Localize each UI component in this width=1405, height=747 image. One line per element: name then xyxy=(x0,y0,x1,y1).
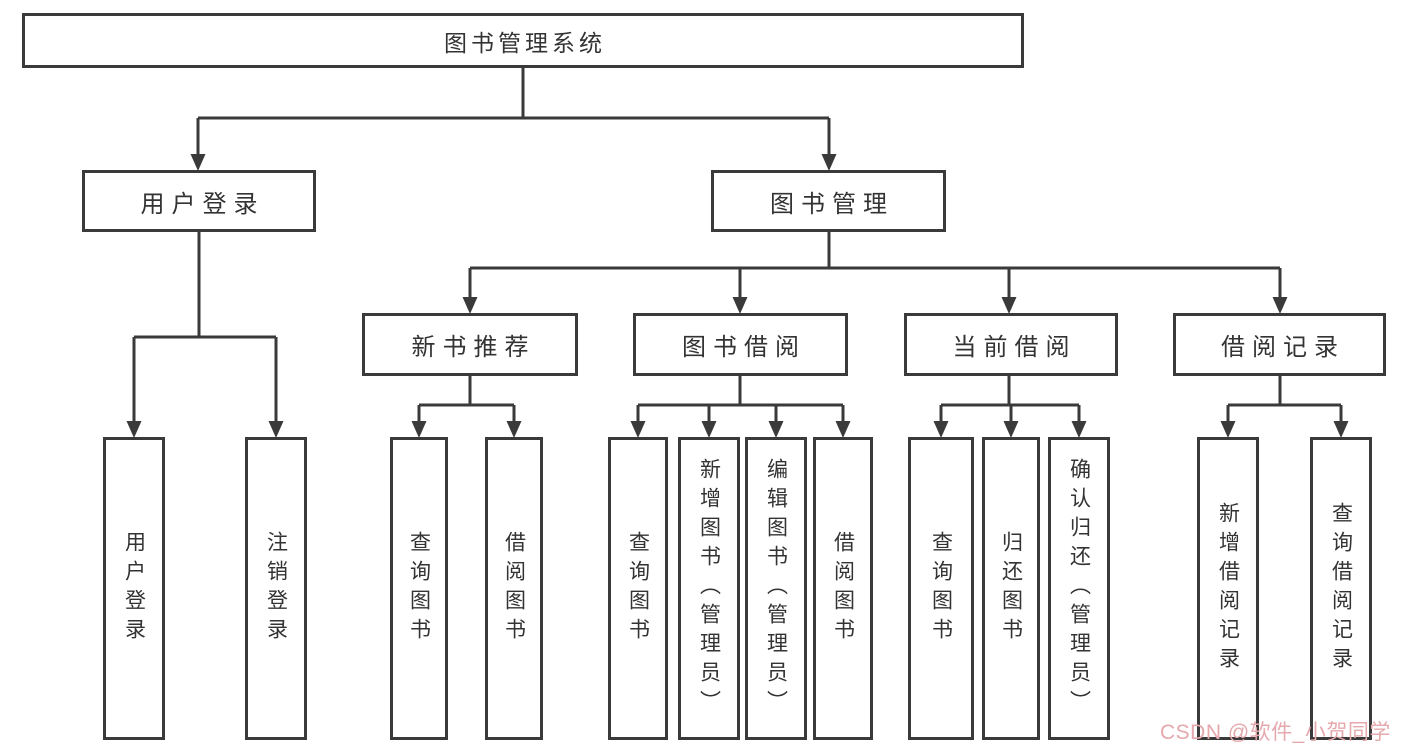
node-user-login-branch: 用户登录 xyxy=(82,170,316,232)
leaf-label: 归还图书 xyxy=(999,530,1023,647)
leaf-label: 新增图书（管理员） xyxy=(697,458,721,719)
leaf-label: 新增借阅记录 xyxy=(1216,501,1240,676)
leaf-borrow-book-recommend: 借阅图书 xyxy=(485,437,543,740)
leaf-label: 查询图书 xyxy=(626,530,650,647)
node-new-book-recommend: 新书推荐 xyxy=(362,313,578,376)
leaf-label: 编辑图书（管理员） xyxy=(764,458,788,719)
leaf-confirm-return-admin: 确认归还（管理员） xyxy=(1048,437,1110,740)
leaf-add-book-admin: 新增图书（管理员） xyxy=(678,437,740,740)
node-current-borrow: 当前借阅 xyxy=(904,313,1118,376)
leaf-edit-book-admin: 编辑图书（管理员） xyxy=(745,437,807,740)
node-borrow-records: 借阅记录 xyxy=(1173,313,1386,376)
node-label: 新书推荐 xyxy=(411,334,536,361)
csdn-watermark: CSDN @软件_小贺同学 xyxy=(1160,721,1391,744)
node-label: 借阅记录 xyxy=(1221,334,1345,361)
leaf-query-book-borrow: 查询图书 xyxy=(608,437,668,740)
leaf-add-borrow-record: 新增借阅记录 xyxy=(1197,437,1259,740)
node-book-management: 图书管理 xyxy=(711,170,946,232)
leaf-query-borrow-record: 查询借阅记录 xyxy=(1310,437,1372,740)
node-label: 当前借阅 xyxy=(952,334,1077,361)
leaf-label: 借阅图书 xyxy=(502,530,526,647)
leaf-query-book-recommend: 查询图书 xyxy=(390,437,448,740)
node-label: 用户登录 xyxy=(140,190,265,218)
leaf-label: 注销登录 xyxy=(264,530,288,647)
leaf-label: 用户登录 xyxy=(122,530,146,647)
node-book-borrow: 图书借阅 xyxy=(633,313,848,376)
node-root: 图书管理系统 xyxy=(22,13,1024,68)
leaf-return-book: 归还图书 xyxy=(982,437,1040,740)
leaf-label: 确认归还（管理员） xyxy=(1067,458,1091,719)
node-label: 图书管理 xyxy=(770,190,894,218)
leaf-label: 查询图书 xyxy=(929,530,953,647)
leaf-label: 查询图书 xyxy=(407,530,431,647)
leaf-query-book-current: 查询图书 xyxy=(908,437,974,740)
node-label: 图书借阅 xyxy=(682,334,806,361)
leaf-label: 查询借阅记录 xyxy=(1329,501,1353,676)
leaf-borrow-book: 借阅图书 xyxy=(813,437,873,740)
node-root-label: 图书管理系统 xyxy=(444,29,606,56)
leaf-user-login: 用户登录 xyxy=(103,437,165,740)
leaf-logout: 注销登录 xyxy=(245,437,307,740)
leaf-label: 借阅图书 xyxy=(831,530,855,647)
